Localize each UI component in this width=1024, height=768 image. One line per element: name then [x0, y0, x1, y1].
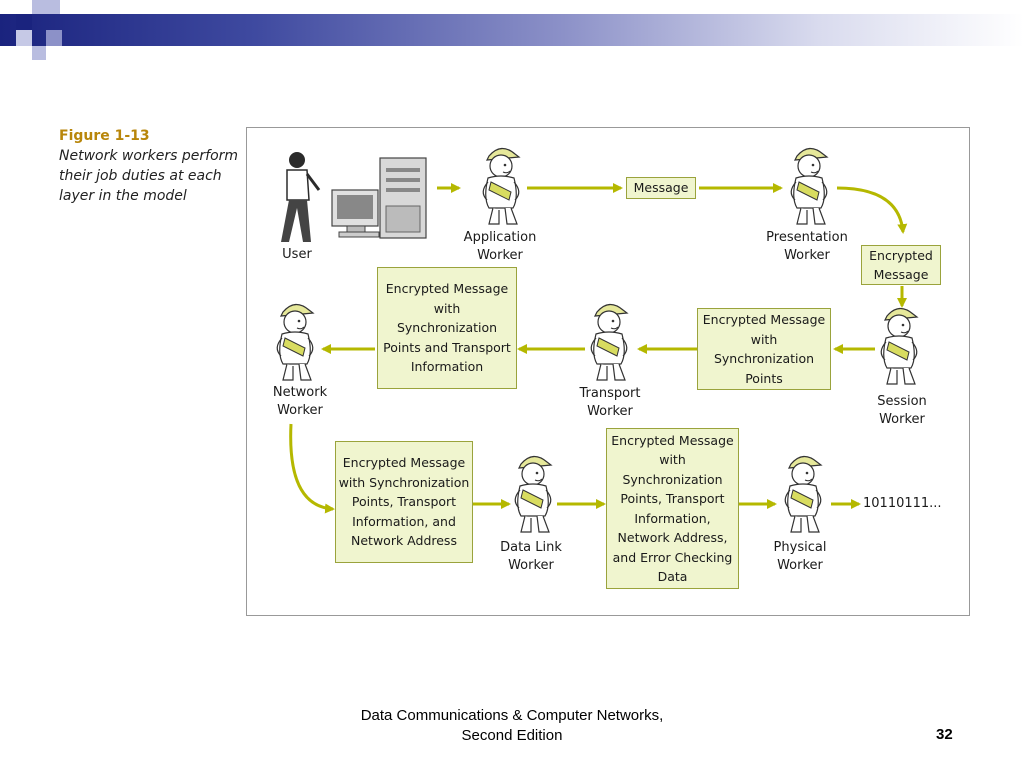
header-square-light	[32, 0, 46, 14]
label-network-worker: Network Worker	[272, 385, 328, 418]
label-presentation-worker: Presentation Worker	[766, 230, 848, 263]
header-square-mid	[46, 30, 62, 46]
header-square-dark	[16, 14, 32, 30]
label-user: User	[282, 247, 312, 262]
label-physical-worker: Physical Worker	[773, 540, 827, 573]
physical-worker-graphic	[784, 455, 822, 533]
network-worker-graphic	[276, 303, 314, 381]
box-message: Message	[626, 177, 696, 199]
box-encrypted-message: Encrypted Message	[861, 245, 941, 285]
figure-number: Figure 1-13	[59, 128, 150, 144]
presentation-worker-graphic	[790, 147, 828, 225]
label-datalink-worker: Data Link Worker	[500, 540, 562, 573]
header-square-light	[46, 0, 60, 14]
figure-caption: Figure 1-13 Network workers perform thei…	[59, 126, 239, 206]
transport-worker-graphic	[590, 303, 628, 381]
computer-graphic	[331, 157, 427, 239]
bit-stream-text: 10110111...	[863, 496, 942, 511]
label-application-worker: Application Worker	[463, 230, 537, 263]
header-square-light	[16, 30, 32, 46]
header-gradient-bar	[0, 14, 1024, 46]
diagram-graphics	[276, 147, 918, 533]
box-transport-message: Encrypted Message with Synchronization P…	[377, 267, 517, 389]
footer-title: Data Communications & Computer Networks,…	[360, 707, 664, 744]
page-number: 32	[936, 726, 953, 743]
label-transport-worker: Transport Worker	[579, 386, 641, 419]
box-network-message: Encrypted Message with Synchronization P…	[335, 441, 473, 563]
session-worker-graphic	[880, 307, 918, 385]
user-person-graphic	[281, 152, 321, 242]
box-datalink-message: Encrypted Message with Synchronization P…	[606, 428, 739, 589]
box-session-message: Encrypted Message with Synchronization P…	[697, 308, 831, 390]
application-worker-graphic	[482, 147, 520, 225]
diagram-frame: User Application Worker Presentation Wor…	[246, 127, 970, 616]
label-session-worker: Session Worker	[877, 394, 927, 427]
figure-caption-text: Network workers perform their job duties…	[59, 148, 239, 204]
datalink-worker-graphic	[514, 455, 552, 533]
header-square-light	[32, 46, 46, 60]
